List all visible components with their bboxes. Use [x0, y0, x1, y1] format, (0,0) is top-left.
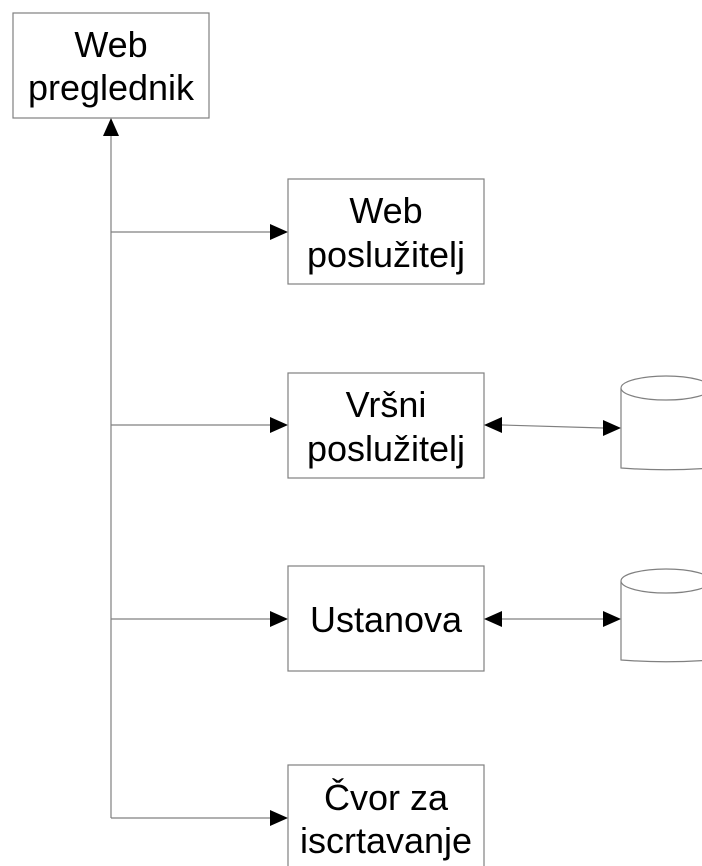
node-web-browser-line1: Web — [74, 24, 147, 65]
node-web-browser-line2: preglednik — [28, 67, 195, 108]
node-institution: Ustanova — [287, 565, 485, 672]
connector-institution-database — [484, 611, 621, 627]
node-top-server: Vršni poslužitelj — [287, 372, 485, 479]
database-cylinder-1 — [620, 375, 702, 471]
connector-browser-render-node — [111, 810, 288, 826]
node-render-node-line1: Čvor za — [324, 777, 449, 818]
connector-top-server-database — [484, 417, 621, 436]
connector-browser-institution — [111, 611, 288, 627]
node-web-server: Web poslužitelj — [287, 178, 485, 285]
node-web-server-line1: Web — [349, 190, 422, 231]
node-top-server-line1: Vršni — [346, 384, 427, 425]
connector-browser-top-server — [111, 417, 288, 433]
database-cylinder-2 — [620, 568, 702, 663]
node-web-server-line2: poslužitelj — [307, 234, 465, 275]
node-render-node-line2: iscrtavanje — [300, 820, 472, 861]
connector-browser-web-server — [111, 224, 288, 240]
node-render-node: Čvor za iscrtavanje — [287, 764, 485, 866]
trunk-arrowhead — [103, 118, 119, 136]
node-top-server-line2: poslužitelj — [307, 428, 465, 469]
node-web-browser: Web preglednik — [12, 12, 210, 119]
node-institution-label: Ustanova — [310, 599, 463, 640]
